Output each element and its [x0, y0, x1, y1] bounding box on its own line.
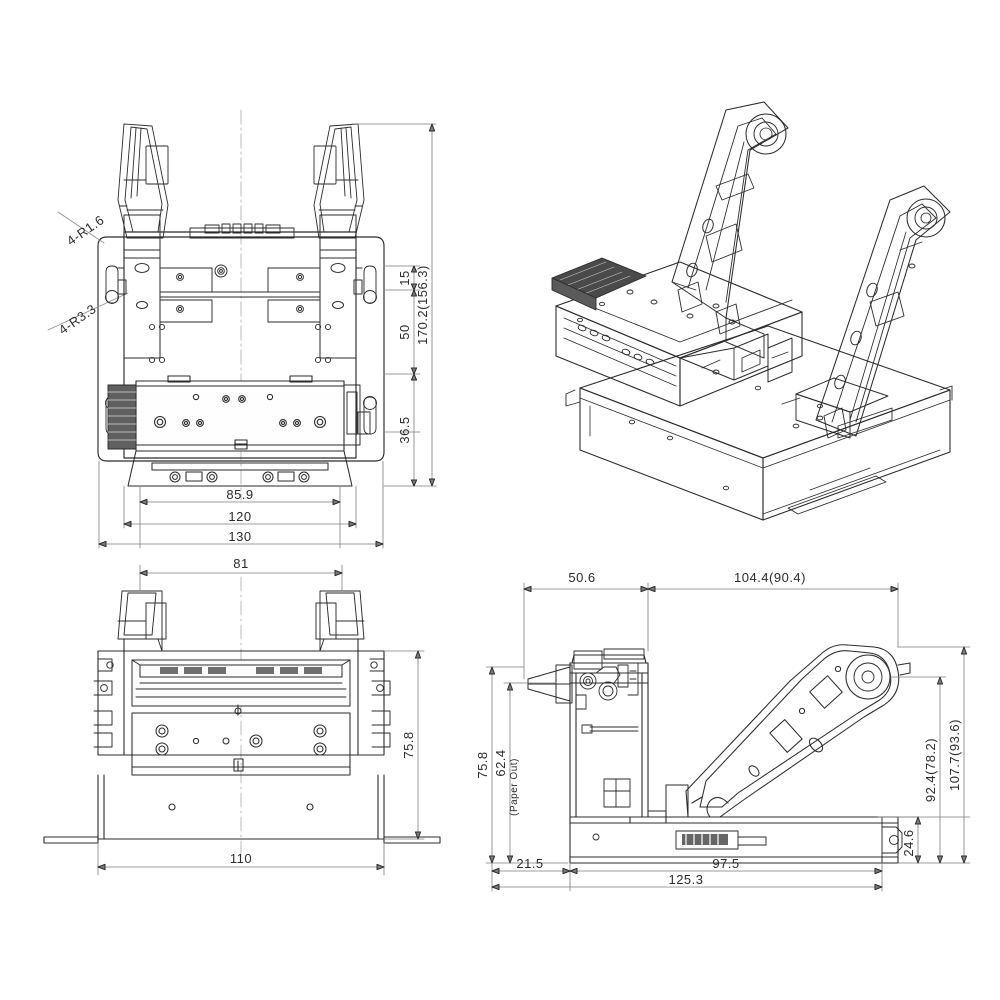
dim-15: 15 [397, 270, 412, 285]
dim-85.9: 85.9 [226, 487, 253, 502]
arm-stub-right [315, 590, 365, 652]
iso-platen-pad [551, 257, 647, 311]
front-upper-body [97, 638, 385, 756]
plan-view: 4-R1.6 4-R3.3 15 50 36.5 170.2(156.3) 85… [0, 0, 470, 570]
dim-81: 81 [233, 556, 248, 571]
side-connector [675, 830, 767, 850]
dim-62.4-note: (Paper Out) [509, 758, 520, 816]
side-presenter-arm [685, 644, 911, 818]
dim-107.7: 107.7(93.6) [947, 719, 962, 791]
cross-bars [159, 264, 321, 323]
front-dim-arrows [97, 569, 422, 871]
dim-120: 120 [228, 509, 251, 524]
side-dim-right [877, 646, 971, 864]
iso-arm-pedestals [725, 317, 889, 439]
dim-110: 110 [230, 851, 252, 866]
presenter-arm-right [313, 123, 365, 239]
dim-50.6: 50.6 [568, 570, 595, 585]
side-hardware [93, 658, 391, 748]
iso-base-chassis [565, 325, 953, 521]
side-head-detail [573, 648, 645, 841]
dim-50: 50 [397, 324, 412, 339]
front-bezel [127, 450, 353, 487]
iso-presenter-arm-right [815, 185, 951, 439]
dim-97.5: 97.5 [712, 856, 739, 871]
dim-4-R1.6: 4-R1.6 [64, 212, 107, 248]
dim-36.5: 36.5 [397, 416, 412, 443]
side-dim-bottom [491, 862, 883, 892]
side-dim-left [485, 666, 569, 864]
dim-21.5: 21.5 [516, 856, 543, 871]
leader-r33 [47, 292, 129, 331]
dim-4-R3.3: 4-R3.3 [56, 301, 99, 337]
dim-75.8-side: 75.8 [475, 751, 490, 778]
connector-strip [164, 223, 321, 239]
dim-24.6: 24.6 [901, 829, 916, 856]
dim-104.4: 104.4(90.4) [734, 570, 806, 585]
dim-92.4: 92.4(78.2) [923, 738, 938, 802]
leader-r16 [57, 211, 105, 244]
mounting-slots [105, 265, 377, 435]
paper-exit-nozzle [527, 664, 573, 704]
side-right-bracket [881, 816, 903, 864]
print-head-assembly [131, 659, 351, 707]
front-elevation-view: 81 75.8 110 [0, 555, 470, 885]
dim-arrows-right [410, 123, 436, 487]
front-face-plate [131, 704, 351, 776]
dim-125.3: 125.3 [668, 872, 703, 887]
motor-block [107, 384, 137, 450]
pilot-holes [148, 323, 332, 364]
side-elevation-view: 50.6 104.4(90.4) 75.8 62.4 (Paper Out) 9… [470, 555, 1000, 895]
mounting-plate-outline [97, 236, 385, 462]
dim-75.8-front: 75.8 [401, 731, 416, 758]
front-dim-lines [97, 564, 425, 876]
arm-stub-left [117, 590, 167, 652]
front-mount-flange [43, 774, 441, 844]
dim-arrows-bottom [98, 498, 384, 548]
dim-130: 130 [228, 529, 251, 544]
dim-170.2: 170.2(156.3) [415, 265, 430, 345]
iso-cutter-housing [679, 333, 793, 391]
cutter-module [135, 375, 345, 452]
side-arm-pedestal [665, 784, 689, 818]
dim-lines-bottom [98, 460, 384, 549]
side-dim-top [523, 582, 899, 680]
right-latch-block [343, 384, 371, 446]
dim-62.4: 62.4 [493, 749, 508, 776]
isometric-view [520, 90, 1000, 560]
